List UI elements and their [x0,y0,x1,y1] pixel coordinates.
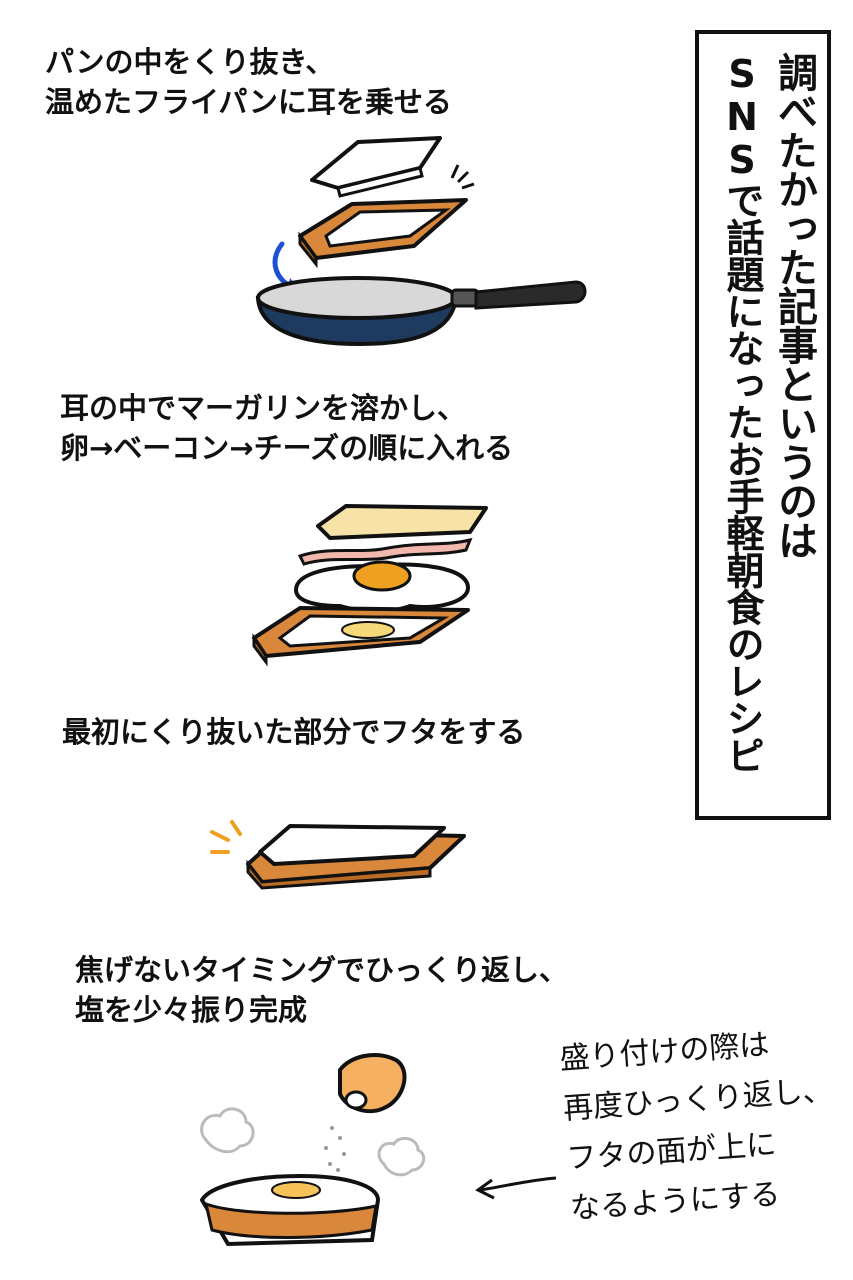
lidded-toast-illustration [246,824,466,890]
frying-pan-illustration [255,276,587,347]
step-2-line-1: 耳の中でマーガリンを溶かし、 [60,391,467,425]
title-column-2: SNSで話題になったお手軽朝食のレシピ [720,52,764,773]
note-arrow-icon [475,1176,557,1200]
step-1-line-1: パンの中をくり抜き、 [45,45,335,79]
title-box: 調べたかった記事というのは SNSで話題になったお手軽朝食のレシピ [695,30,831,820]
step-2-line-2: 卵→ベーコン→チーズの順に入れる [60,431,514,465]
steam-left-icon [200,1107,255,1154]
step-3-line-1: 最初にくり抜いた部分でフタをする [62,715,526,749]
step-4-line-1: 焦げないタイミングでひっくり返し、 [75,953,569,987]
cheese-slice-illustration [316,504,488,540]
steam-right-icon [377,1136,426,1177]
title-column-1: 調べたかった記事というのは [771,52,817,559]
finished-toast-illustration [199,1173,381,1247]
toast-frame-with-margarine-illustration [252,606,470,667]
step-4-line-2: 塩を少々振り完成 [75,993,308,1027]
step-1-caption: パンの中をくり抜き、 温めたフライパンに耳を乗せる [45,42,452,122]
step-1-line-2: 温めたフライパンに耳を乗せる [45,85,452,119]
salt-grains-icon [324,1126,346,1172]
spark-icon [210,820,242,854]
serving-note: 盛り付けの際は 再度ひっくり返し、 フタの面が上に なるようにする [558,1017,833,1235]
step-3-caption: 最初にくり抜いた部分でフタをする [62,712,525,752]
bread-center-illustration [310,136,475,198]
hand-sprinkling-salt-illustration [338,1053,407,1114]
bread-crust-frame-illustration [298,198,468,269]
step-2-caption: 耳の中でマーガリンを溶かし、 卵→ベーコン→チーズの順に入れる [60,388,513,468]
bacon-illustration [297,537,473,566]
fried-egg-illustration [293,560,471,614]
step-4-caption: 焦げないタイミングでひっくり返し、 塩を少々振り完成 [75,950,568,1030]
